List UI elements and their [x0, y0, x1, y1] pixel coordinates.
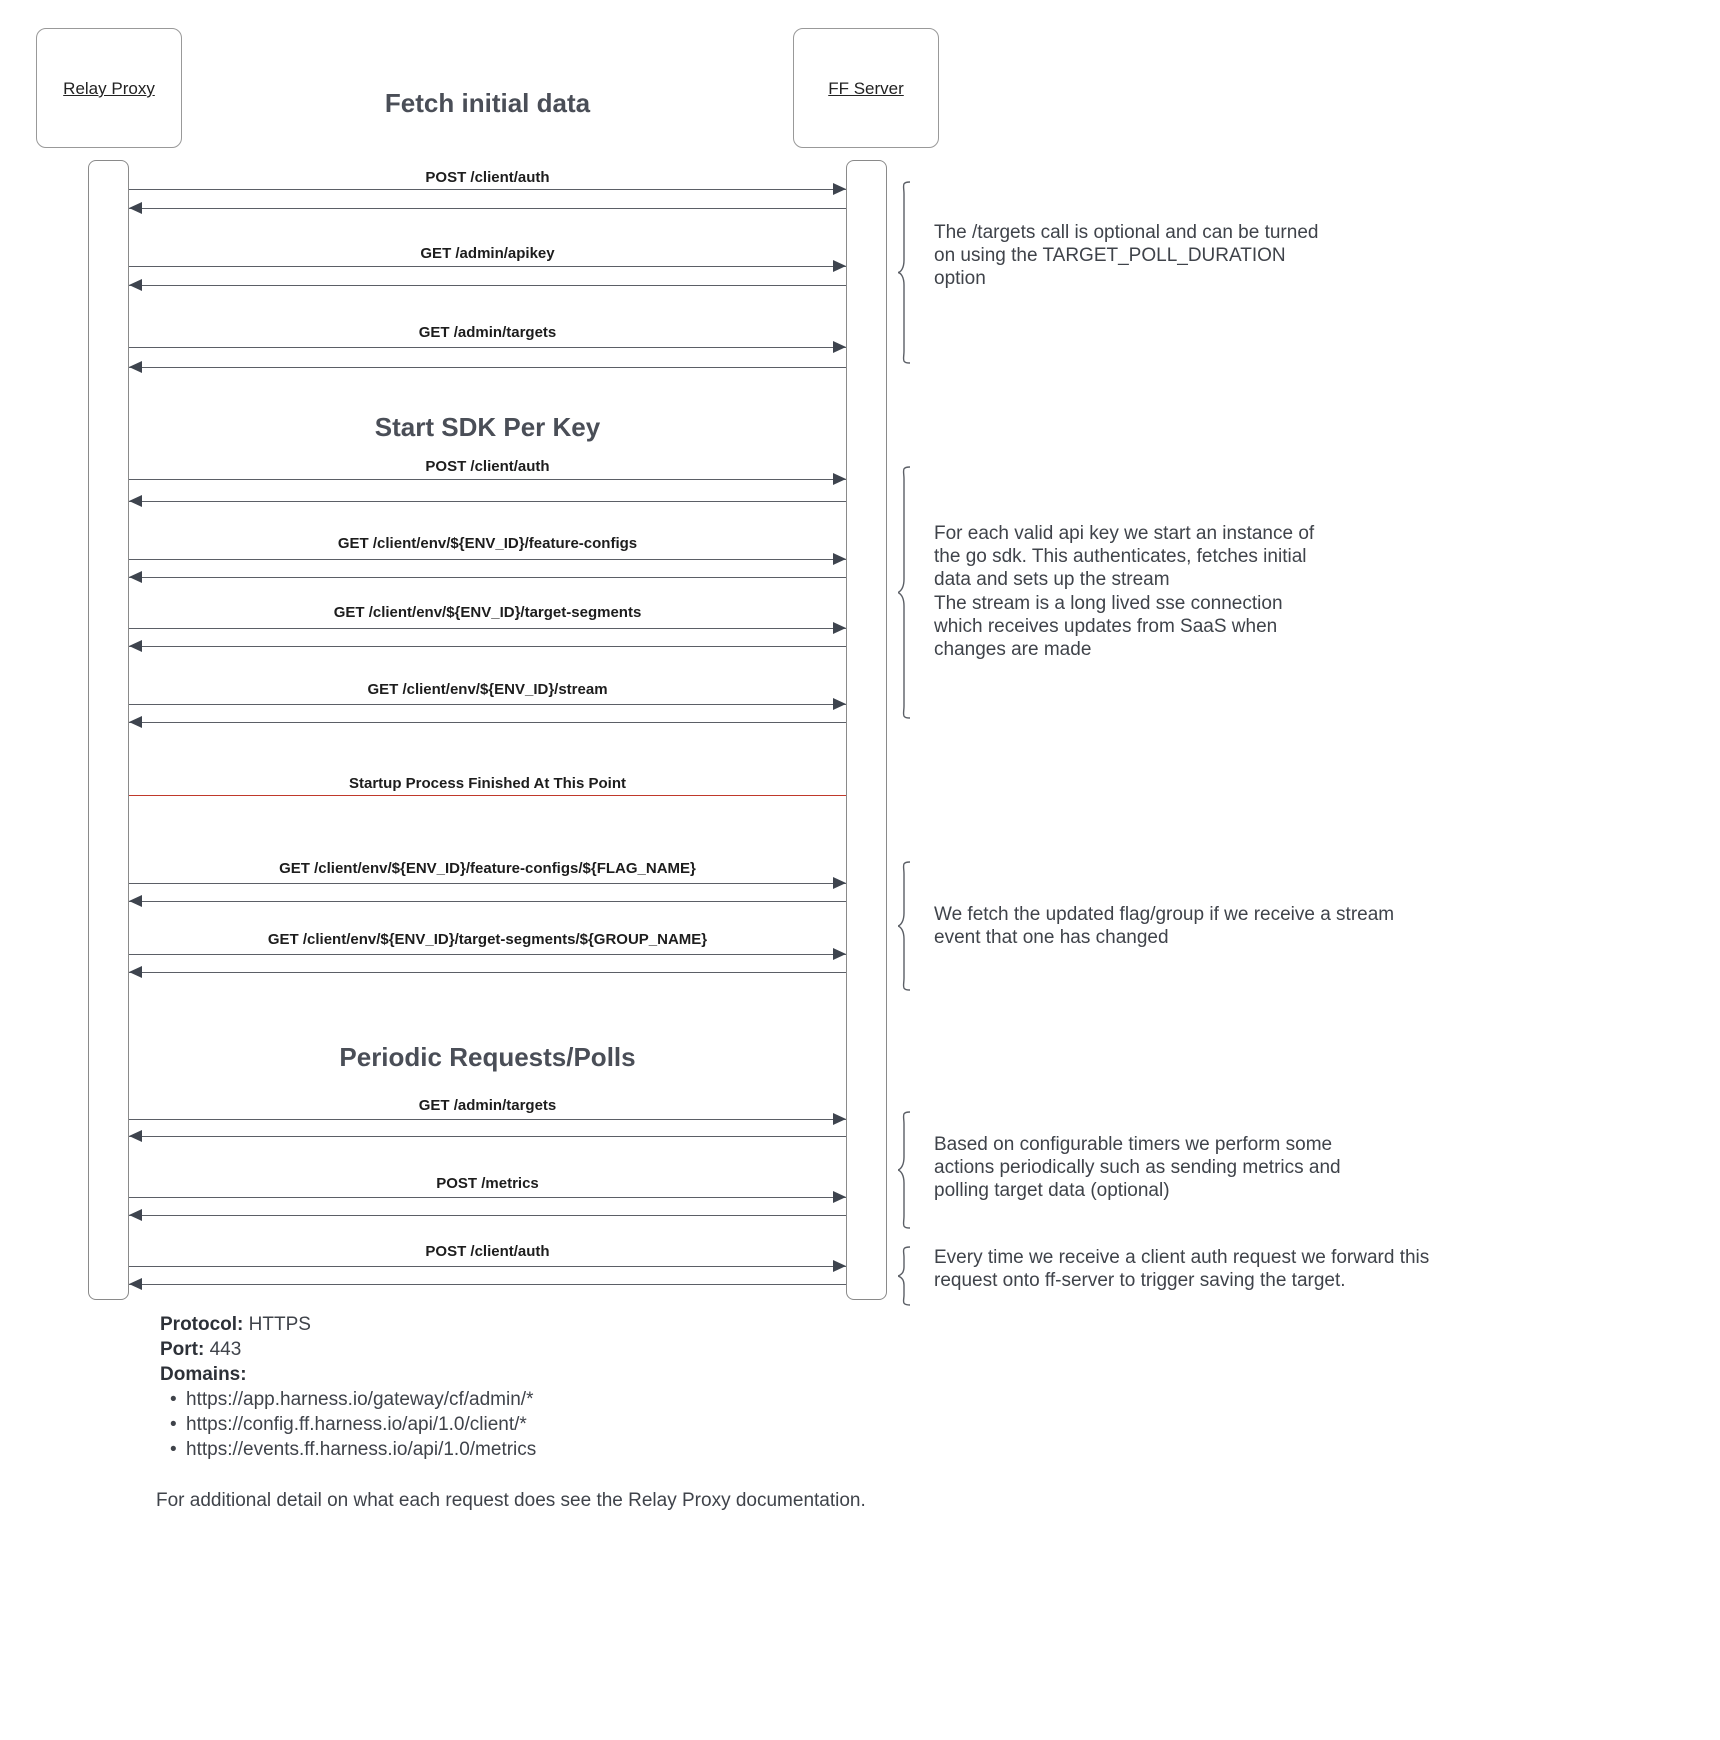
message-label: POST /client/auth	[425, 169, 550, 186]
note-brace-icon	[897, 180, 924, 370]
arrowhead-right-icon	[833, 877, 846, 889]
message-label: GET /admin/targets	[418, 1097, 557, 1114]
note-text: For each valid api key we start an insta…	[934, 523, 1315, 660]
arrowhead-right-icon	[833, 473, 846, 485]
participant-label-relay-proxy: Relay Proxy	[63, 79, 155, 98]
message-label: GET /admin/targets	[418, 324, 557, 341]
footer-port-key: Port:	[160, 1339, 205, 1361]
section-title-fetch-initial-data: Fetch initial data	[384, 88, 591, 118]
note-brace-icon	[896, 465, 924, 725]
arrowhead-right-icon	[833, 622, 846, 634]
list-item: https://events.ff.harness.io/api/1.0/met…	[170, 1437, 920, 1462]
arrowhead-left-icon	[129, 571, 142, 583]
message-label: POST /client/auth	[425, 458, 550, 475]
note-text: Based on configurable timers we perform …	[934, 1134, 1341, 1202]
arrowhead-right-icon	[833, 183, 846, 195]
arrowhead-left-icon	[129, 716, 142, 728]
message-arrow-request	[129, 1119, 846, 1120]
message-arrow-response	[129, 646, 846, 647]
message-arrow-request	[129, 347, 846, 348]
message-arrow-response	[129, 1215, 846, 1216]
message-label: GET /client/env/${ENV_ID}/feature-config…	[337, 535, 638, 552]
message-arrow-request	[129, 883, 846, 884]
footer-port-value: 443	[209, 1339, 242, 1361]
arrowhead-right-icon	[833, 1113, 846, 1125]
message-label: POST /client/auth	[425, 1243, 550, 1260]
message-arrow-response	[129, 208, 846, 209]
arrowhead-right-icon	[833, 948, 846, 960]
message-arrow-request	[129, 628, 846, 629]
message-label: GET /client/env/${ENV_ID}/feature-config…	[279, 860, 696, 877]
note-text: Every time we receive a client auth requ…	[934, 1247, 1430, 1292]
list-item: https://app.harness.io/gateway/cf/admin/…	[170, 1387, 920, 1412]
message-arrow-response	[129, 367, 846, 368]
participant-label-ff-server: FF Server	[828, 79, 904, 98]
message-arrow-response	[129, 722, 846, 723]
message-arrow-request	[129, 954, 846, 955]
message-arrow-request	[129, 559, 846, 560]
note-brace-icon	[895, 1110, 924, 1235]
arrowhead-left-icon	[129, 361, 142, 373]
divider-line	[129, 795, 846, 796]
footer-protocol-value: HTTPS	[248, 1314, 311, 1335]
message-label: GET /client/env/${ENV_ID}/target-segment…	[333, 604, 642, 621]
footer-protocol-key: Protocol:	[160, 1314, 244, 1335]
arrowhead-left-icon	[129, 202, 142, 214]
arrowhead-left-icon	[129, 1130, 142, 1142]
arrowhead-right-icon	[833, 553, 846, 565]
note-text: The /targets call is optional and can be…	[934, 222, 1319, 290]
participant-box-ff-server	[793, 28, 939, 148]
arrowhead-left-icon	[129, 1209, 142, 1221]
arrowhead-right-icon	[833, 1260, 846, 1272]
divider-label: Startup Process Finished At This Point	[349, 775, 626, 792]
arrowhead-right-icon	[833, 698, 846, 710]
message-arrow-response	[129, 501, 846, 502]
message-arrow-response	[129, 1284, 846, 1285]
message-arrow-request	[129, 479, 846, 480]
footer-domains-key: Domains:	[160, 1364, 247, 1386]
arrowhead-left-icon	[129, 495, 142, 507]
section-title-periodic-requests-polls: Periodic Requests/Polls	[339, 1042, 636, 1072]
message-arrow-response	[129, 901, 846, 902]
section-title-start-sdk-per-key: Start SDK Per Key	[374, 412, 601, 442]
footer-port-row: Port: 443	[160, 1337, 920, 1362]
message-arrow-response	[129, 972, 846, 973]
message-arrow-request	[129, 189, 846, 190]
footnote-text: For additional detail on what each reque…	[156, 1490, 866, 1511]
arrowhead-left-icon	[129, 895, 142, 907]
message-label: GET /client/env/${ENV_ID}/stream	[367, 681, 608, 698]
arrowhead-left-icon	[129, 279, 142, 291]
footer-domains-list: https://app.harness.io/gateway/cf/admin/…	[160, 1387, 920, 1462]
message-arrow-response	[129, 285, 846, 286]
message-arrow-response	[129, 577, 846, 578]
message-arrow-request	[129, 704, 846, 705]
footer-protocol-row: Protocol: HTTPS	[160, 1312, 920, 1337]
message-label: GET /admin/apikey	[420, 245, 555, 262]
note-brace-icon	[895, 1245, 924, 1312]
message-label: POST /metrics	[436, 1175, 539, 1192]
lifeline-ff-server	[846, 160, 887, 1300]
lifeline-relay-proxy	[88, 160, 129, 1300]
note-brace-icon	[895, 860, 924, 997]
arrowhead-left-icon	[129, 966, 142, 978]
footer-details: Protocol: HTTPS Port: 443 Domains: https…	[160, 1312, 920, 1463]
participant-box-relay-proxy	[36, 28, 182, 148]
arrowhead-right-icon	[833, 260, 846, 272]
message-arrow-request	[129, 1197, 846, 1198]
list-item: https://config.ff.harness.io/api/1.0/cli…	[170, 1412, 920, 1437]
arrowhead-left-icon	[129, 1278, 142, 1290]
note-text: We fetch the updated flag/group if we re…	[934, 904, 1395, 949]
message-arrow-request	[129, 266, 846, 267]
arrowhead-right-icon	[833, 341, 846, 353]
arrowhead-left-icon	[129, 640, 142, 652]
arrowhead-right-icon	[833, 1191, 846, 1203]
message-label: GET /client/env/${ENV_ID}/target-segment…	[267, 931, 708, 948]
message-arrow-response	[129, 1136, 846, 1137]
message-arrow-request	[129, 1266, 846, 1267]
